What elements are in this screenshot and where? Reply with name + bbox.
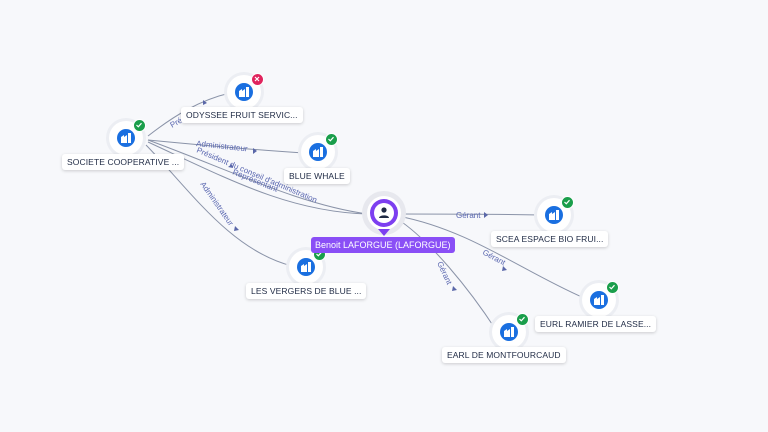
company-node-scea[interactable] [537, 196, 574, 232]
company-label-eurl[interactable]: EURL RAMIER DE LASSE... [535, 316, 657, 332]
company-label-bluewhale[interactable]: BLUE WHALE [284, 168, 350, 184]
person-avatar [370, 199, 398, 227]
company-label-societe[interactable]: SOCIETE COOPERATIVE ... [62, 154, 185, 170]
edge-center-societe-president [147, 139, 369, 215]
company-icon [545, 206, 563, 224]
arrow-icon [203, 100, 207, 105]
edge-label-gerant-scea: Gérant [456, 211, 481, 220]
company-node-odyssee[interactable] [227, 73, 264, 109]
company-icon [309, 143, 327, 161]
edge-label-gerant-eurl: Gérant [481, 248, 508, 268]
arrow-icon [484, 212, 488, 218]
company-label-vergers[interactable]: LES VERGERS DE BLUE ... [246, 283, 367, 299]
company-node-eurl[interactable] [582, 281, 619, 317]
active-check-icon [561, 196, 574, 209]
edge-societe-bluewhale [147, 139, 305, 154]
inactive-cross-icon [251, 73, 264, 86]
edge-label-gerant-earl: Gérant [435, 260, 454, 287]
active-check-icon [516, 313, 529, 326]
company-label-scea[interactable]: SCEA ESPACE BIO FRUI... [491, 231, 609, 247]
company-icon [117, 129, 135, 147]
person-icon [379, 207, 389, 218]
edge-center-eurl [397, 215, 585, 299]
company-icon [297, 258, 315, 276]
company-node-bluewhale[interactable] [301, 133, 338, 169]
company-icon [590, 291, 608, 309]
arrow-icon [228, 164, 233, 168]
active-check-icon [325, 133, 338, 146]
arrow-icon [253, 148, 257, 154]
company-node-earl[interactable] [492, 313, 529, 349]
company-icon [500, 323, 518, 341]
active-check-icon [606, 281, 619, 294]
person-pin-tail [378, 229, 390, 236]
company-node-societe[interactable] [109, 119, 146, 155]
person-node-center[interactable] [367, 196, 401, 230]
arrow-icon [234, 226, 239, 231]
edge-center-scea [397, 213, 541, 216]
edge-center-earl [395, 217, 497, 331]
arrow-icon [452, 286, 457, 291]
company-node-vergers[interactable] [289, 248, 326, 284]
arrow-icon [502, 266, 507, 271]
person-label-center[interactable]: Benoit LAFORGUE (LAFORGUE) [311, 237, 455, 253]
company-label-earl[interactable]: EARL DE MONTFOURCAUD [442, 347, 566, 363]
company-label-odyssee[interactable]: ODYSSEE FRUIT SERVIC... [181, 107, 303, 123]
active-check-icon [133, 119, 146, 132]
company-icon [235, 83, 253, 101]
